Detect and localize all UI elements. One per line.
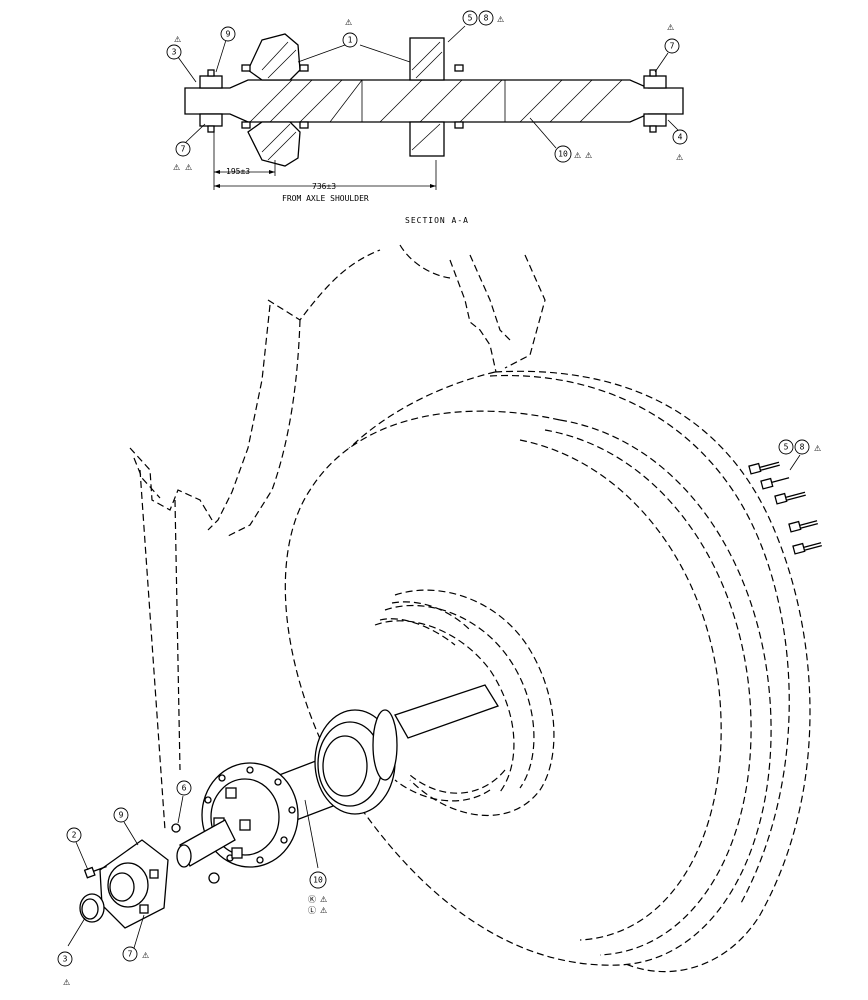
revision-delta: ⚠ (574, 151, 581, 160)
revision-delta: ⚠ (320, 895, 327, 904)
revision-delta: ⚠ (667, 23, 674, 32)
revision-delta: ⚠ (814, 444, 821, 453)
axle-assembly (171, 684, 499, 884)
svg-text:9: 9 (226, 30, 231, 39)
wheel-bolts (748, 454, 822, 555)
svg-text:8: 8 (484, 14, 489, 23)
section-title: SECTION A-A (405, 216, 469, 225)
revision-delta: ⚠ (185, 163, 192, 172)
balloon-section-7-left[interactable]: 7 (175, 141, 191, 157)
balloon-section-8[interactable]: 8 (478, 10, 494, 26)
revision-delta: ⚠ (63, 978, 70, 987)
balloon-section-3[interactable]: 3 (166, 44, 182, 60)
balloon-section-5[interactable]: 5 (462, 10, 478, 26)
revision-delta: ⚠ (585, 151, 592, 160)
svg-text:10: 10 (558, 150, 568, 159)
balloon-section-9[interactable]: 9 (220, 26, 236, 42)
svg-text:5: 5 (784, 443, 789, 452)
item10-note-k: Ⓚ (308, 895, 316, 904)
item10-note-l: Ⓛ (308, 906, 316, 915)
revision-delta: ⚠ (676, 153, 683, 162)
revision-delta: ⚠ (142, 951, 149, 960)
tire (284, 370, 811, 973)
balloon-section-7-right[interactable]: 7 (664, 38, 680, 54)
svg-text:10: 10 (313, 876, 323, 885)
balloon-view-6[interactable]: 6 (176, 780, 192, 796)
svg-text:3: 3 (172, 48, 177, 57)
leaders (67, 795, 319, 949)
svg-text:5: 5 (468, 14, 473, 23)
machine-frame (129, 244, 546, 831)
dim-long-note: FROM AXLE SHOULDER (282, 194, 369, 203)
bearing-housing (79, 839, 169, 929)
dim-short-label: 195±3 (226, 167, 250, 176)
shaft-hatching (249, 79, 623, 123)
svg-text:6: 6 (182, 784, 187, 793)
svg-text:9: 9 (119, 811, 124, 820)
svg-text:3: 3 (63, 955, 68, 964)
balloon-view-7[interactable]: 7 (122, 946, 138, 962)
revision-delta: ⚠ (345, 18, 352, 27)
dim-long-label: 736±3 (312, 182, 336, 191)
section-view: 195±3 736±3 FROM AXLE SHOULDER SECTION A… (177, 25, 684, 225)
balloon-view-8[interactable]: 8 (794, 439, 810, 455)
balloon-view-3[interactable]: 3 (57, 951, 73, 967)
balloon-section-4[interactable]: 4 (672, 129, 688, 145)
svg-text:2: 2 (72, 831, 77, 840)
balloon-section-10[interactable]: 10 (554, 145, 572, 163)
svg-text:7: 7 (181, 145, 186, 154)
balloon-view-9[interactable]: 9 (113, 807, 129, 823)
balloon-view-2[interactable]: 2 (66, 827, 82, 843)
revision-delta: ⚠ (173, 163, 180, 172)
svg-text:1: 1 (348, 36, 353, 45)
balloon-view-5[interactable]: 5 (778, 439, 794, 455)
revision-delta: ⚠ (174, 35, 181, 44)
svg-text:8: 8 (800, 443, 805, 452)
svg-text:7: 7 (670, 42, 675, 51)
svg-text:4: 4 (678, 133, 683, 142)
svg-text:7: 7 (128, 950, 133, 959)
revision-delta: ⚠ (497, 15, 504, 24)
balloon-section-1[interactable]: 1 (342, 32, 358, 48)
revision-delta: ⚠ (320, 906, 327, 915)
balloon-view-10[interactable]: 10 (309, 871, 327, 889)
